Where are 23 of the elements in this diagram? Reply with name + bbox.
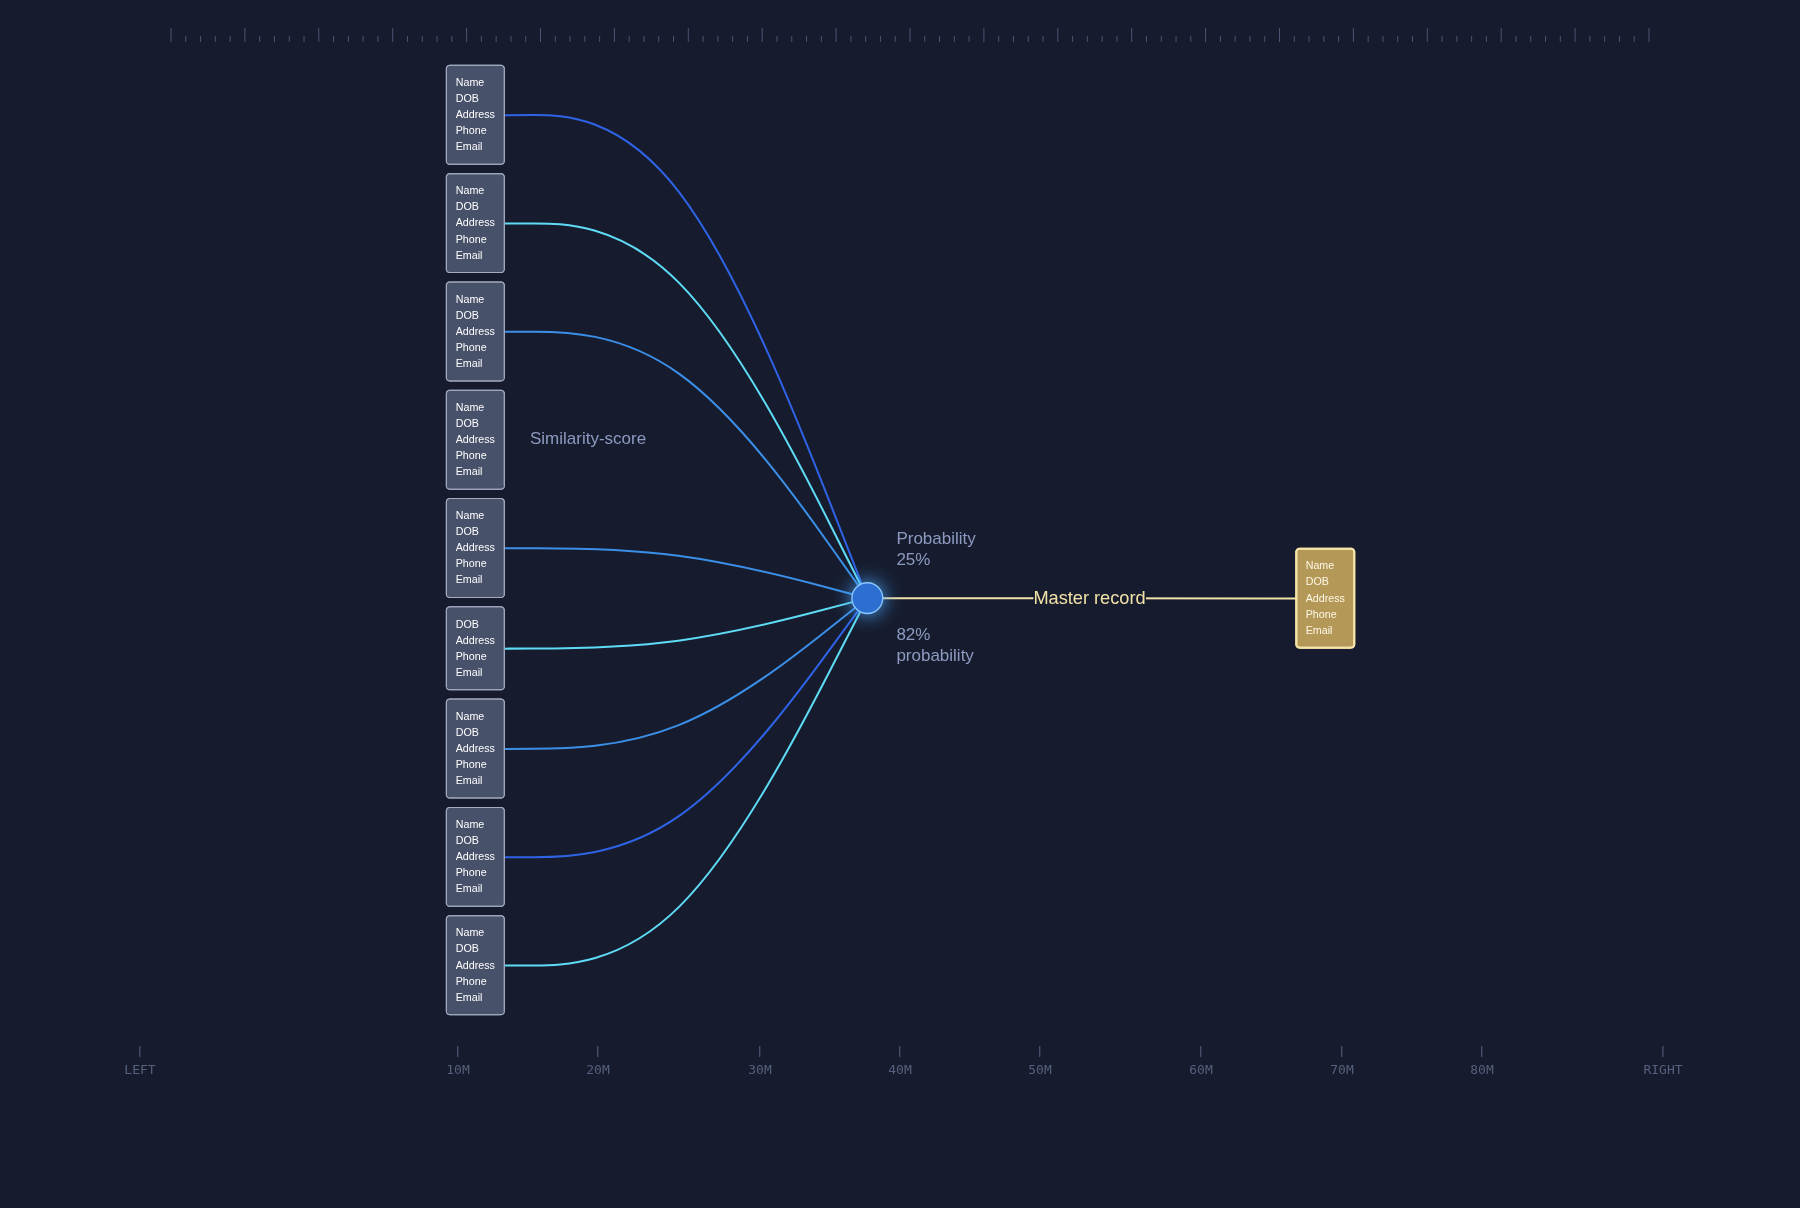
scale-label: RIGHT [1643,1046,1683,1077]
probability-label: 82% probability [896,624,975,667]
connector [504,114,863,585]
connector [504,601,853,650]
scale-label: 20M [586,1046,610,1077]
probability-label: Probability 25% [896,528,977,571]
connector [504,611,861,967]
score-label: Similarity-score [530,427,648,449]
edge-label: Master record [1033,587,1146,608]
scale-label: 70M [1330,1046,1354,1077]
connector [504,606,856,750]
scale-label: 40M [888,1046,912,1077]
connector [504,609,859,859]
connector [504,222,861,585]
connector [504,330,859,587]
scale-label: 10M [446,1046,470,1077]
scale-label: 80M [1470,1046,1494,1077]
connector [504,547,853,596]
node-circle [850,582,884,615]
scale-label: 30M [748,1046,772,1077]
scale-label: 50M [1028,1046,1052,1077]
scale-label: 60M [1189,1046,1213,1077]
scale-label: LEFT [124,1046,156,1077]
